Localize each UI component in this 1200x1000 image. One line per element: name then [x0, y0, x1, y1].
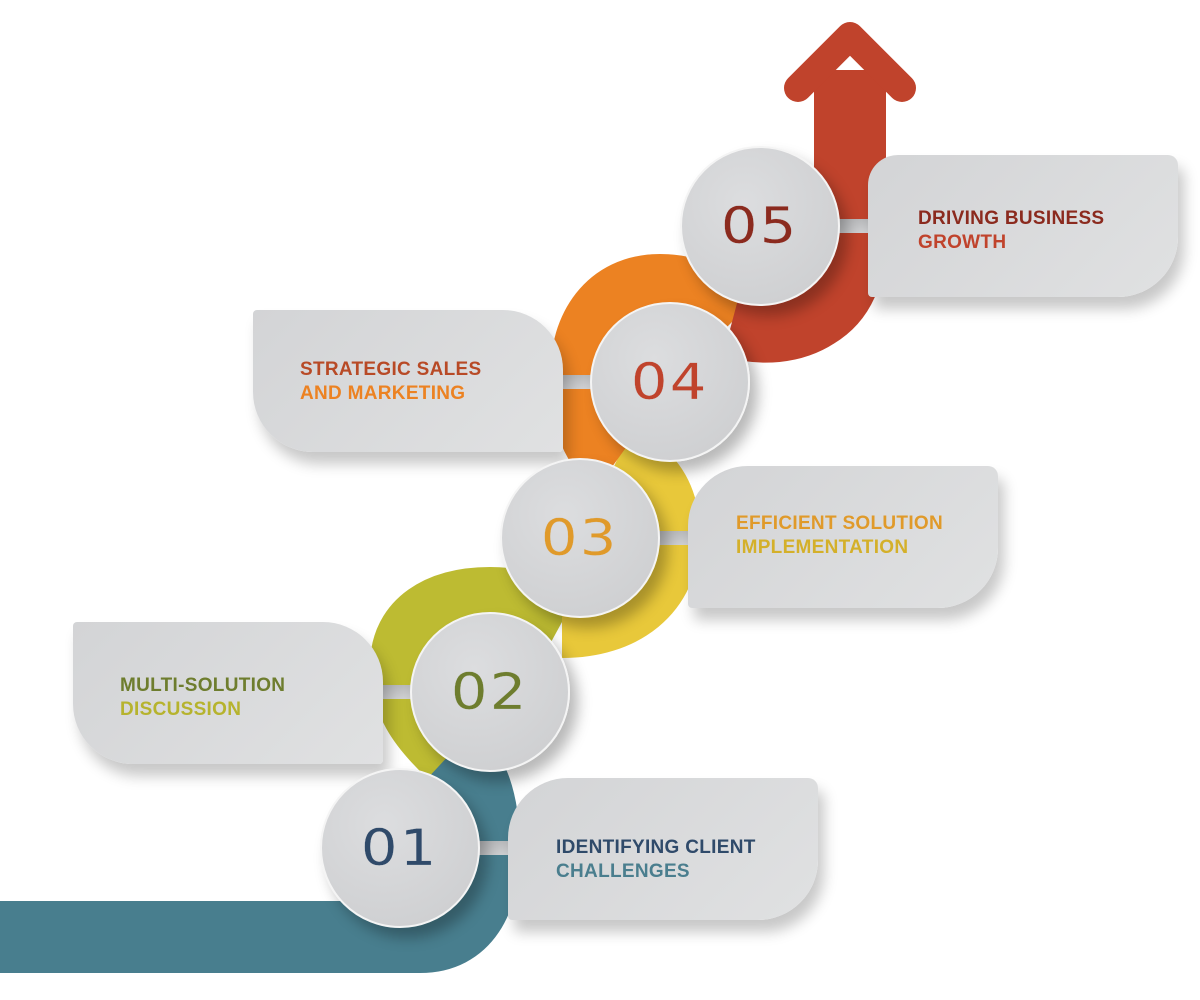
step-card-01: IDENTIFYING CLIENT CHALLENGES [508, 778, 818, 920]
step-number: 05 [721, 197, 799, 255]
step-title-line2: GROWTH [918, 232, 1007, 253]
step-title-line1: EFFICIENT SOLUTION [736, 513, 944, 534]
step-card-05: DRIVING BUSINESS GROWTH [868, 155, 1178, 297]
step-circle-02: 02 [410, 612, 570, 772]
step-circle-05: 05 [680, 146, 840, 306]
step-circle-01: 01 [320, 768, 480, 928]
step-number: 01 [361, 819, 439, 877]
connector-01 [470, 841, 515, 855]
ribbon-segment-red [722, 70, 886, 363]
connector-05 [830, 219, 875, 233]
arrow-head-icon [784, 22, 916, 102]
step-circle-04: 04 [590, 302, 750, 462]
step-title-line1: IDENTIFYING CLIENT [556, 837, 756, 858]
step-number: 04 [631, 353, 709, 411]
step-title-line2: CHALLENGES [556, 861, 690, 882]
step-title-line1: DRIVING BUSINESS [918, 208, 1105, 229]
connector-04 [558, 375, 598, 389]
connector-03 [650, 531, 695, 545]
step-card-03: EFFICIENT SOLUTION IMPLEMENTATION [688, 466, 998, 608]
step-number: 02 [451, 663, 529, 721]
step-card-04: STRATEGIC SALES AND MARKETING [253, 310, 563, 452]
step-number: 03 [541, 509, 619, 567]
step-title-line1: MULTI-SOLUTION [120, 675, 286, 696]
step-circle-03: 03 [500, 458, 660, 618]
step-title-line2: IMPLEMENTATION [736, 537, 909, 558]
connector-02 [378, 685, 418, 699]
step-title-line1: STRATEGIC SALES [300, 359, 482, 380]
step-card-02: MULTI-SOLUTION DISCUSSION [73, 622, 383, 764]
step-title-line2: AND MARKETING [300, 383, 466, 404]
ribbon-segment-orange [549, 253, 758, 490]
step-title-line2: DISCUSSION [120, 699, 242, 720]
